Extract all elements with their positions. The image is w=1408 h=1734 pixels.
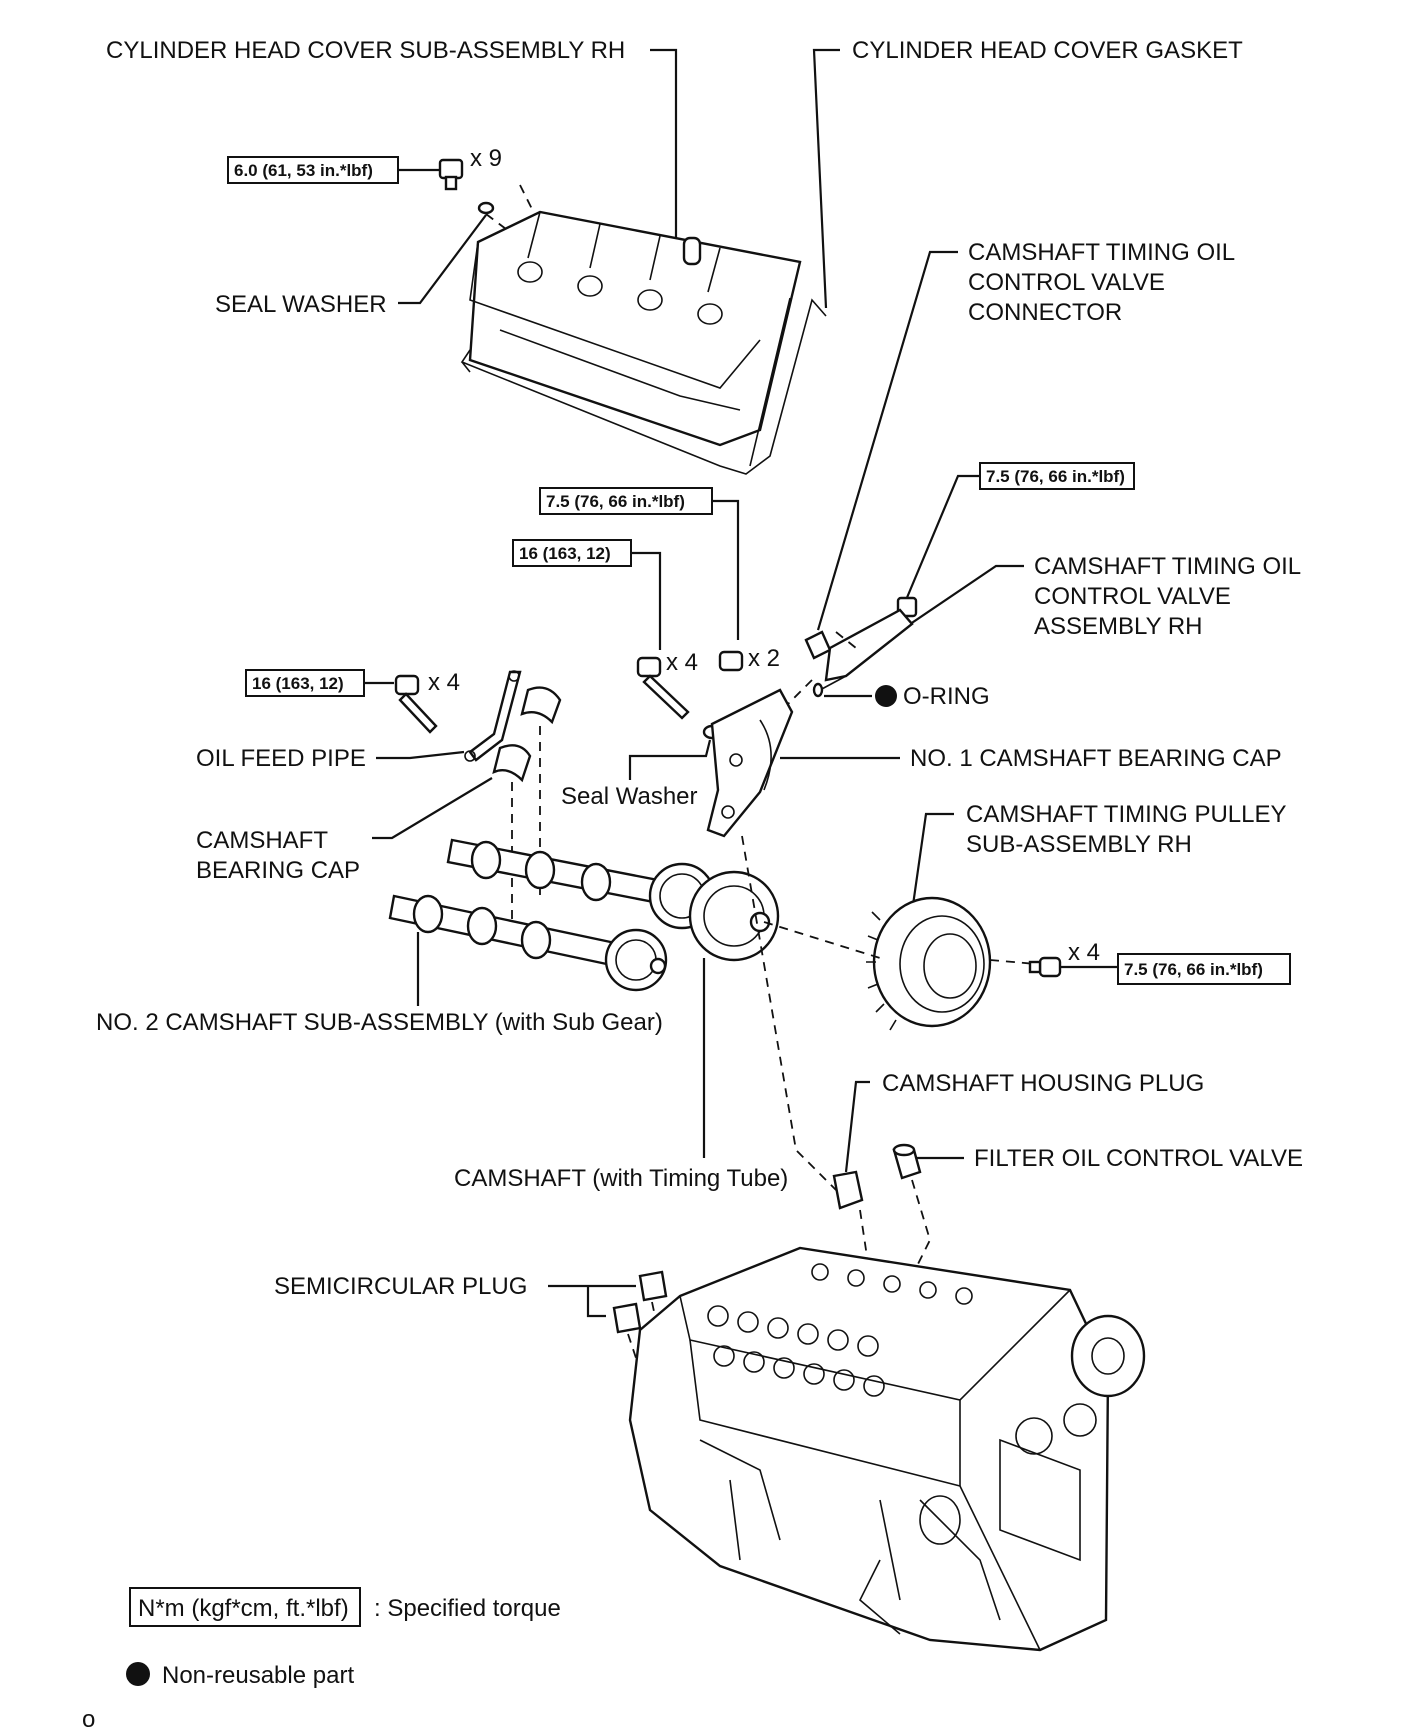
- o-ring-part: [812, 682, 824, 698]
- legend-torque-unit: N*m (kgf*cm, ft.*lbf): [138, 1595, 349, 1622]
- label-no2-camshaft: NO. 2 CAMSHAFT SUB-ASSEMBLY (with Sub Ge…: [96, 1009, 663, 1036]
- leader-cap-bolts-torque: [631, 551, 662, 650]
- label-bearing-cap-line1: CAMSHAFT: [196, 827, 328, 854]
- label-cylinder-head-cover-gasket: CYLINDER HEAD COVER GASKET: [852, 37, 1243, 64]
- pulley-bolt: [1028, 956, 1062, 978]
- oil-feed-pipe-part: [464, 670, 522, 762]
- leader-bearing-cap: [372, 777, 493, 840]
- oil-control-connector-part: [804, 630, 832, 660]
- svg-text:7.5 (76, 66 in.*lbf): 7.5 (76, 66 in.*lbf): [546, 492, 685, 511]
- svg-text:7.5 (76, 66 in.*lbf): 7.5 (76, 66 in.*lbf): [986, 467, 1125, 486]
- qty-cap-bolts: x 4: [666, 649, 698, 676]
- torque-box-pulley-bolts: 7.5 (76, 66 in.*lbf): [1117, 953, 1291, 985]
- camshaft-housing-plug-part: [832, 1170, 864, 1210]
- label-pulley-line2: SUB-ASSEMBLY RH: [966, 831, 1192, 858]
- leader-seal-washer-mid: [628, 739, 712, 780]
- pipe-bolt: [394, 674, 438, 734]
- leader-housing-plug: [844, 1080, 870, 1173]
- leader-semicircular-plug: [548, 1284, 636, 1318]
- no2-camshaft-part: [388, 894, 668, 992]
- label-semicircular-plug: SEMICIRCULAR PLUG: [274, 1273, 527, 1300]
- qty-cover-bolts: x 9: [470, 145, 502, 172]
- o-ring-nonreusable-icon: [875, 685, 897, 707]
- leader-seal-washer-top: [398, 214, 487, 305]
- label-connector-line3: CONNECTOR: [968, 299, 1122, 326]
- engine-block: [628, 1246, 1146, 1652]
- torque-box-connector-bolts: 7.5 (76, 66 in.*lbf): [539, 487, 713, 515]
- torque-box-cap-bolts: 16 (163, 12): [512, 539, 632, 567]
- leader-valve-bolt-torque: [904, 474, 980, 601]
- qty-connector-bolts: x 2: [748, 645, 780, 672]
- label-valve-rh-line2: CONTROL VALVE: [1034, 583, 1231, 610]
- label-cylinder-head-cover-rh: CYLINDER HEAD COVER SUB-ASSEMBLY RH: [106, 37, 625, 64]
- leader-cover-gasket: [812, 48, 840, 309]
- label-seal-washer-top: SEAL WASHER: [215, 291, 387, 318]
- camshaft-part: [446, 838, 780, 962]
- label-filter-oil-control-valve: FILTER OIL CONTROL VALVE: [974, 1145, 1303, 1172]
- leader-connector-bolts-torque: [712, 499, 740, 640]
- torque-box-cover-bolts: 6.0 (61, 53 in.*lbf): [227, 156, 399, 184]
- label-o-ring: O-RING: [903, 683, 990, 710]
- leader-cylinder-head-cover: [650, 48, 678, 248]
- cylinder-head-cover-part: [468, 210, 802, 447]
- footer-mark: o: [82, 1706, 95, 1733]
- qty-pulley-bolts: x 4: [1068, 939, 1100, 966]
- cap-to-plug-dash-line: [741, 835, 837, 1191]
- label-connector-line1: CAMSHAFT TIMING OIL: [968, 239, 1235, 266]
- oil-control-valve-part: [819, 596, 918, 691]
- camshaft-timing-pulley-part: [866, 896, 992, 1031]
- cover-bolt: [438, 158, 464, 191]
- label-no1-camshaft-bearing-cap: NO. 1 CAMSHAFT BEARING CAP: [910, 745, 1282, 772]
- label-camshaft-housing-plug: CAMSHAFT HOUSING PLUG: [882, 1070, 1204, 1097]
- legend-torque: N*m (kgf*cm, ft.*lbf) : Specified torque: [129, 1587, 561, 1627]
- qty-pipe-bolts: x 4: [428, 669, 460, 696]
- label-connector-line2: CONTROL VALVE: [968, 269, 1165, 296]
- legend-nonreusable-desc: Non-reusable part: [162, 1662, 354, 1689]
- filter-oil-control-valve-part: [892, 1143, 922, 1180]
- legend-torque-desc: : Specified torque: [374, 1595, 561, 1622]
- label-oil-feed-pipe: OIL FEED PIPE: [196, 745, 366, 772]
- nonreusable-icon: [126, 1662, 150, 1686]
- svg-text:6.0 (61, 53 in.*lbf): 6.0 (61, 53 in.*lbf): [234, 161, 373, 180]
- svg-text:16 (163, 12): 16 (163, 12): [252, 674, 344, 693]
- pulley-dash-line: [763, 921, 1037, 965]
- cap-bolt: [636, 656, 690, 720]
- leader-connector: [816, 250, 958, 631]
- torque-box-valve-bolt: 7.5 (76, 66 in.*lbf): [979, 462, 1135, 490]
- label-valve-rh-line1: CAMSHAFT TIMING OIL: [1034, 553, 1301, 580]
- legend-nonreusable: Non-reusable part: [126, 1662, 354, 1689]
- camshaft-bearing-cap-part: [492, 686, 562, 783]
- connector-bolt: [718, 650, 744, 672]
- leader-oil-feed-pipe: [376, 750, 465, 760]
- label-seal-washer-mid: Seal Washer: [561, 783, 698, 810]
- cover-gasket-part: [460, 297, 827, 475]
- svg-text:7.5 (76, 66 in.*lbf): 7.5 (76, 66 in.*lbf): [1124, 960, 1263, 979]
- semicircular-plug-part: [612, 1270, 668, 1334]
- leader-pulley: [910, 812, 954, 913]
- label-valve-rh-line3: ASSEMBLY RH: [1034, 613, 1203, 640]
- no1-camshaft-bearing-cap-part: [706, 688, 794, 838]
- label-bearing-cap-line2: BEARING CAP: [196, 857, 360, 884]
- label-pulley-line1: CAMSHAFT TIMING PULLEY: [966, 801, 1287, 828]
- seal-washer-top-part: [477, 201, 495, 215]
- label-camshaft-timing-tube: CAMSHAFT (with Timing Tube): [454, 1165, 788, 1192]
- svg-text:16 (163, 12): 16 (163, 12): [519, 544, 611, 563]
- torque-box-pipe-bolts: 16 (163, 12): [245, 669, 365, 697]
